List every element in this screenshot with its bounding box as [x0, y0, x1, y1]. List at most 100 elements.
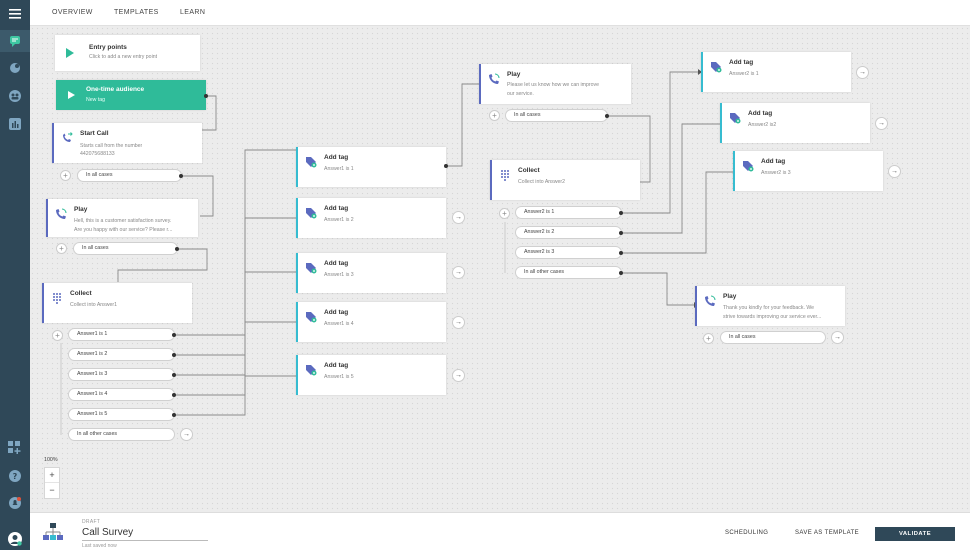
- add-branch-button[interactable]: +: [56, 243, 67, 254]
- sidebar-item-apps[interactable]: [0, 437, 30, 459]
- bell-icon: [9, 497, 21, 509]
- tag-icon: [728, 111, 742, 125]
- play-card-1[interactable]: Play Hell, this is a customer satisfacti…: [46, 199, 198, 237]
- connector-dot[interactable]: [619, 231, 623, 235]
- sidebar-item-analytics[interactable]: [0, 113, 30, 135]
- sidebar-item-people[interactable]: [0, 85, 30, 107]
- connector-dot[interactable]: [172, 373, 176, 377]
- add-next-step-button[interactable]: →: [452, 316, 465, 329]
- sidebar-item-flows[interactable]: [0, 30, 30, 52]
- connector-dot[interactable]: [204, 94, 208, 98]
- branch-answer1-3[interactable]: Answer1 is 3: [68, 368, 176, 381]
- branch-answer1-4[interactable]: Answer1 is 4: [68, 388, 176, 401]
- entry-points-card[interactable]: Entry points Click to add a new entry po…: [55, 35, 200, 71]
- branch-other-cases[interactable]: In all other cases: [68, 428, 175, 441]
- start-call-card[interactable]: Start Call Starts call from the number 4…: [52, 123, 202, 163]
- connector-dot[interactable]: [179, 174, 183, 178]
- connector-dot[interactable]: [619, 271, 623, 275]
- apps-icon: [8, 441, 21, 454]
- connector-dot[interactable]: [605, 114, 609, 118]
- help-icon: ?: [9, 470, 21, 482]
- connector-dot[interactable]: [172, 353, 176, 357]
- add-next-step-button[interactable]: →: [452, 266, 465, 279]
- tab-overview[interactable]: OVERVIEW: [52, 9, 93, 16]
- branch-in-all-cases[interactable]: In all cases: [77, 169, 183, 182]
- add-tag-card-3[interactable]: Add tag Answer1 is 3: [296, 253, 446, 293]
- add-tag-title: Add tag: [729, 59, 754, 66]
- connector-dot[interactable]: [172, 413, 176, 417]
- add-branch-button[interactable]: +: [703, 333, 714, 344]
- save-as-template-button[interactable]: SAVE AS TEMPLATE: [795, 530, 860, 536]
- sidebar-item-campaigns[interactable]: [0, 57, 30, 79]
- add-tag-card-4[interactable]: Add tag Answer1 is 4: [296, 302, 446, 342]
- add-tag-title: Add tag: [324, 205, 349, 212]
- branch-in-all-cases[interactable]: In all cases: [720, 331, 826, 344]
- sidebar-item-notifications[interactable]: [0, 492, 30, 514]
- branch-answer1-5[interactable]: Answer1 is 5: [68, 408, 176, 421]
- flow-canvas[interactable]: Entry points Click to add a new entry po…: [30, 26, 970, 512]
- branch-answer2-1[interactable]: Answer2 is 1: [515, 206, 623, 219]
- branch-label: In all cases: [82, 245, 109, 251]
- tab-learn[interactable]: LEARN: [180, 9, 206, 16]
- last-saved-text: Last saved now: [82, 543, 117, 549]
- add-tag-card-2[interactable]: Add tag Answer1 is 2: [296, 198, 446, 238]
- sidebar-item-help[interactable]: ?: [0, 465, 30, 487]
- add-tag-subtitle: Answer1 is 4: [324, 321, 354, 327]
- keypad-icon: [498, 168, 512, 182]
- branch-answer1-1[interactable]: Answer1 is 1: [68, 328, 176, 341]
- add-tag-card-5[interactable]: Add tag Answer1 is 5: [296, 355, 446, 395]
- branch-label: Answer2 is 1: [524, 209, 555, 215]
- collect-card-2[interactable]: Collect Collect into Answer2: [490, 160, 640, 200]
- validate-button[interactable]: VALIDATE: [875, 527, 955, 541]
- branch-in-all-cases[interactable]: In all cases: [505, 109, 609, 122]
- add-tag-subtitle: Answer1 is 3: [324, 272, 354, 278]
- zoom-out-button[interactable]: −: [49, 485, 55, 495]
- connector-dot[interactable]: [172, 333, 176, 337]
- play-3-title: Play: [723, 293, 737, 300]
- branch-answer2-3[interactable]: Answer2 is 3: [515, 246, 623, 259]
- one-time-audience-card[interactable]: One-time audience New tag: [56, 80, 206, 110]
- bottom-toolbar: DRAFT Call Survey Last saved now SCHEDUL…: [30, 512, 970, 550]
- entry-points-subtitle: Click to add a new entry point: [89, 54, 158, 60]
- menu-button[interactable]: [0, 3, 30, 25]
- connector-dot[interactable]: [619, 211, 623, 215]
- play-1-title: Play: [74, 206, 88, 213]
- add-next-step-button[interactable]: →: [452, 369, 465, 382]
- collect-2-subtitle: Collect into Answer2: [518, 179, 565, 185]
- flow-name-input[interactable]: Call Survey: [82, 527, 208, 541]
- play-card-2[interactable]: Play Please let us know how we can impro…: [479, 64, 631, 104]
- play-1-line2: Are you happy with our service? Please r…: [74, 226, 173, 233]
- zoom-in-button[interactable]: +: [45, 468, 59, 483]
- tag-icon: [304, 261, 318, 275]
- branch-in-all-cases[interactable]: In all cases: [73, 242, 179, 255]
- branch-answer2-2[interactable]: Answer2 is 2: [515, 226, 623, 239]
- tab-templates[interactable]: TEMPLATES: [114, 9, 159, 16]
- connector-dot[interactable]: [172, 393, 176, 397]
- add-tag-card-answer2-3[interactable]: Add tag Answer2 is 3: [733, 151, 883, 191]
- add-branch-button[interactable]: +: [60, 170, 71, 181]
- collect-card-1[interactable]: Collect Collect into Answer1: [42, 283, 192, 323]
- add-branch-button[interactable]: +: [52, 330, 63, 341]
- add-tag-title: Add tag: [748, 110, 773, 117]
- add-next-step-button[interactable]: →: [888, 165, 901, 178]
- connector-dot[interactable]: [175, 247, 179, 251]
- add-tag-card-answer2-1[interactable]: Add tag Answer2 is 1: [701, 52, 851, 92]
- add-tag-card-1[interactable]: Add tag Answer1 is 1: [296, 147, 446, 187]
- add-tag-card-answer2-2[interactable]: Add tag Answer2 is2: [720, 103, 870, 143]
- add-next-step-button[interactable]: →: [452, 211, 465, 224]
- connector-dot[interactable]: [619, 251, 623, 255]
- add-next-step-button[interactable]: →: [856, 66, 869, 79]
- connector-dot[interactable]: [444, 164, 448, 168]
- sidebar-item-account[interactable]: [0, 528, 30, 550]
- scheduling-button[interactable]: SCHEDULING: [725, 530, 769, 536]
- play-card-3[interactable]: Play Thank you kindly for your feedback.…: [695, 286, 845, 326]
- add-next-step-button[interactable]: →: [180, 428, 193, 441]
- branch-answer1-2[interactable]: Answer1 is 2: [68, 348, 176, 361]
- add-next-step-button[interactable]: →: [831, 331, 844, 344]
- phone-outgoing-icon: [60, 131, 74, 145]
- branch-other-cases[interactable]: In all other cases: [515, 266, 623, 279]
- add-branch-button[interactable]: +: [489, 110, 500, 121]
- add-branch-button[interactable]: +: [499, 208, 510, 219]
- add-next-step-button[interactable]: →: [875, 117, 888, 130]
